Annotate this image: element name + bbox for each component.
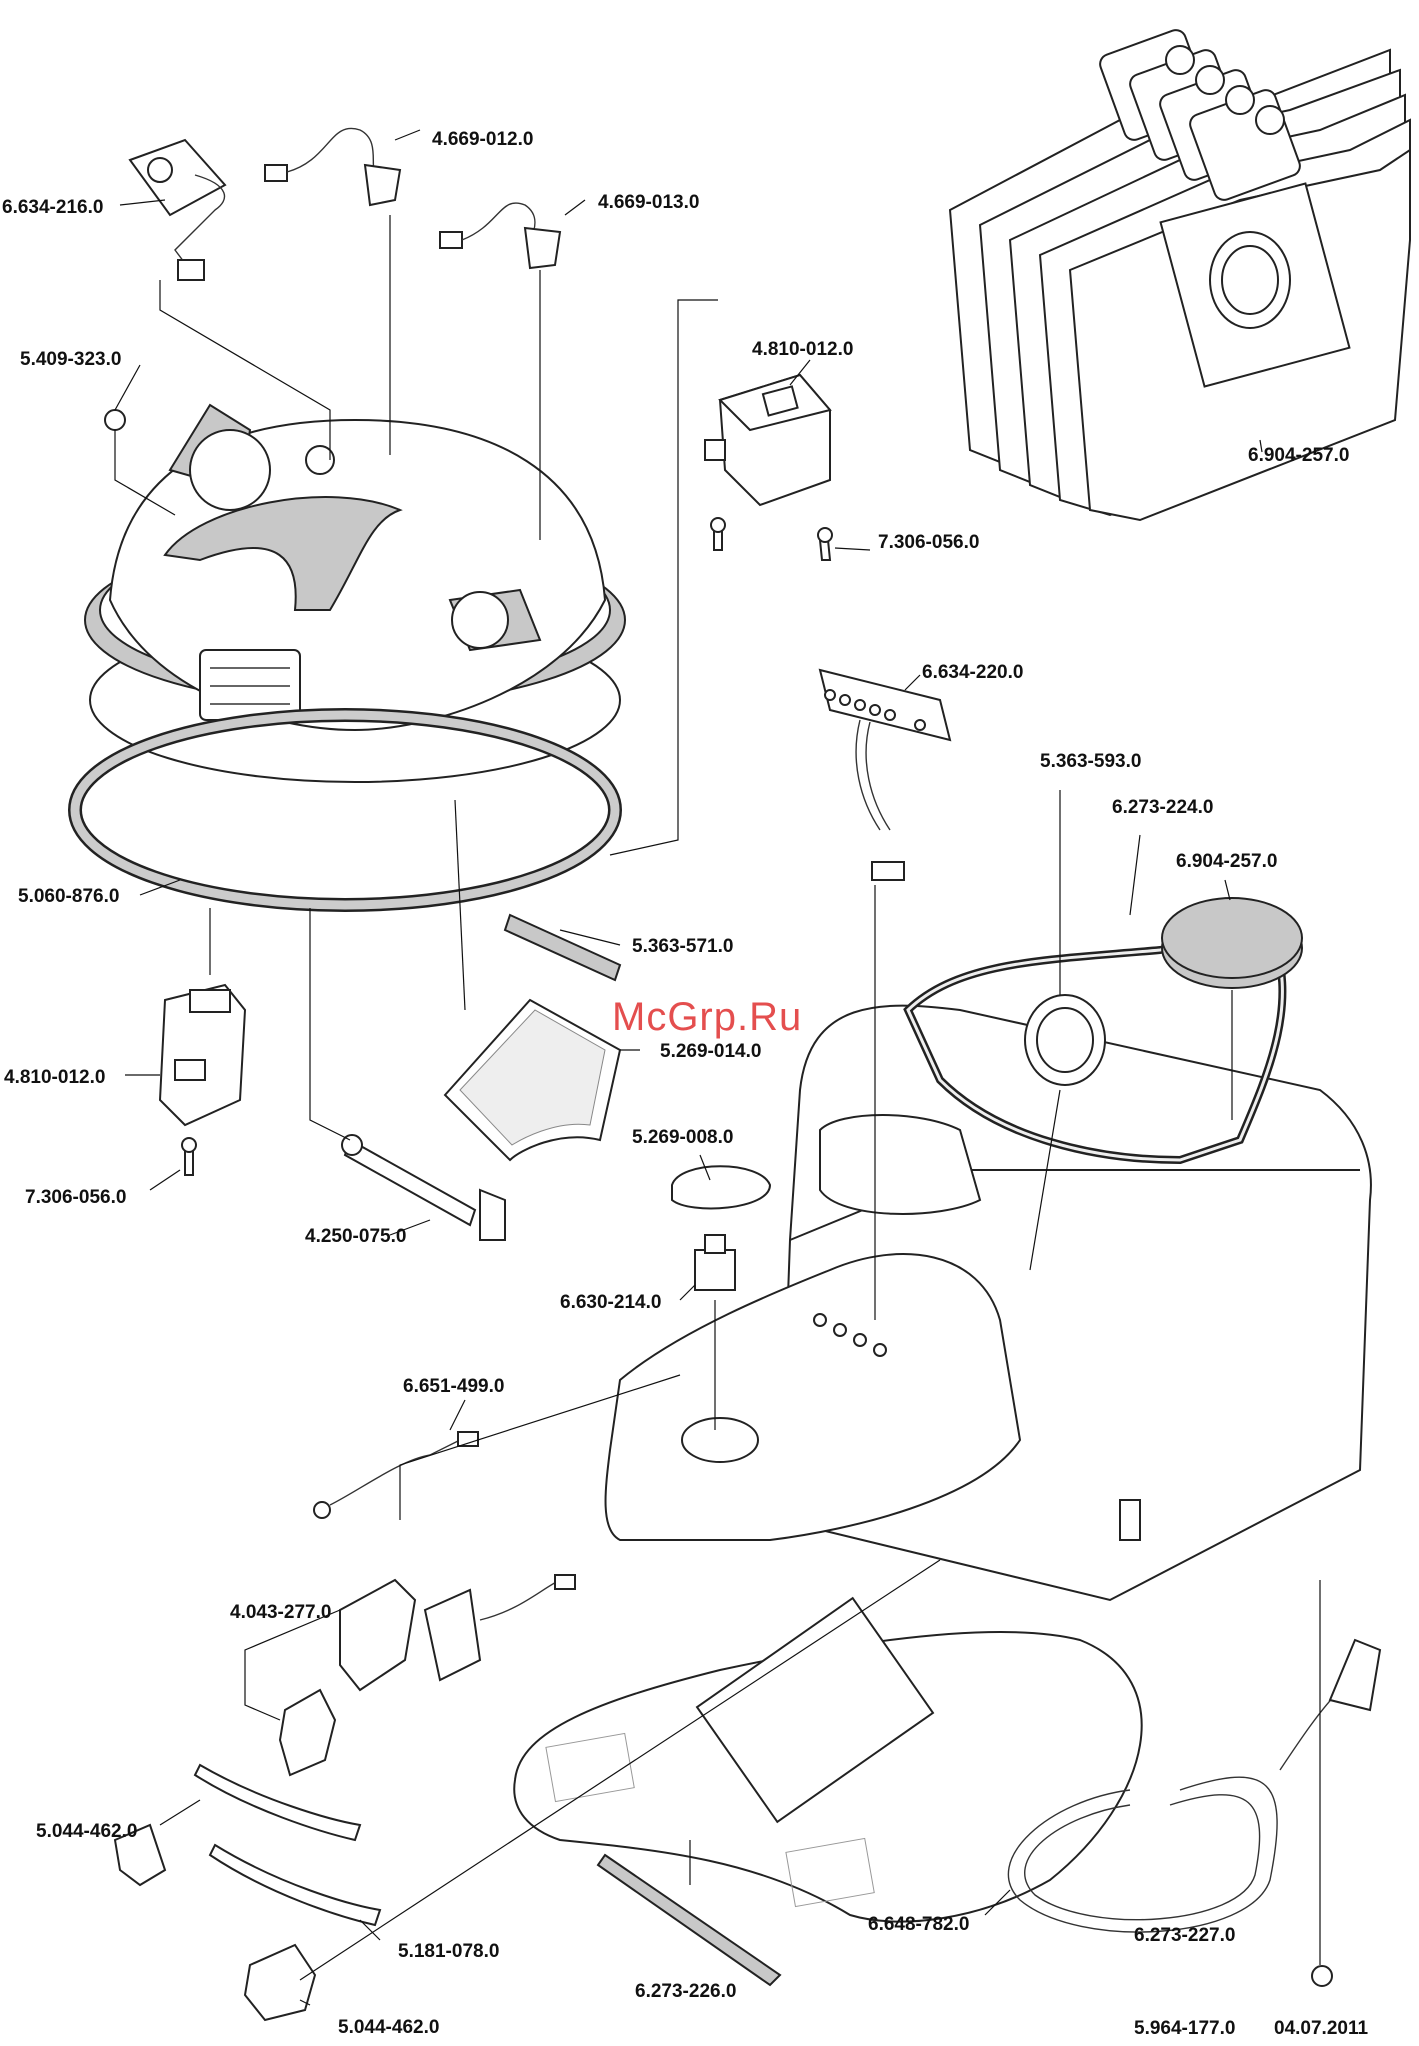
base-tray-6-648-782-0 (513, 1596, 1143, 1923)
microswitch-6-630-214-0 (694, 1234, 736, 1291)
label-7-306-056-0-left: 7.306-056.0 (25, 1187, 127, 1208)
label-5-409-323-0: 5.409-323.0 (20, 349, 122, 370)
brush-roll-4-250-075-0 (341, 1134, 506, 1241)
cable-4-669-012-0 (264, 127, 402, 207)
strip-6-273-226-0 (596, 1853, 782, 1987)
switch-module-4-810-012-0-left (158, 983, 247, 1176)
control-panel-foil-6-634-220-0 (818, 668, 952, 881)
sensor-board-6-634-216-0 (128, 138, 227, 281)
label-5-060-876-0: 5.060-876.0 (18, 886, 120, 907)
knob-5-409-323-0 (104, 409, 126, 431)
label-5-269-008-0: 5.269-008.0 (632, 1127, 734, 1148)
label-6-904-257-0-top: 6.904-257.0 (1248, 445, 1350, 466)
watermark: McGrp.Ru (612, 995, 803, 1039)
footer-doc-number: 5.964-177.0 (1134, 2018, 1236, 2039)
label-5-363-571-0: 5.363-571.0 (632, 936, 734, 957)
label-4-043-277-0: 4.043-277.0 (230, 1602, 332, 1623)
label-6-634-216-0: 6.634-216.0 (2, 197, 104, 218)
switch-module-4-810-012-0-top (704, 373, 833, 561)
label-5-269-014-0: 5.269-014.0 (660, 1041, 762, 1062)
button-cap-5-269-008-0 (671, 1165, 772, 1210)
label-4-669-012-0: 4.669-012.0 (432, 129, 534, 150)
top-cover (604, 1253, 1022, 1541)
label-4-250-075-0: 4.250-075.0 (305, 1226, 407, 1247)
footer-date: 04.07.2011 (1274, 2018, 1369, 2039)
filter-bags-6-904-257-0 (948, 29, 1411, 522)
label-6-634-220-0: 6.634-220.0 (922, 662, 1024, 683)
lid-seal-6-273-224-0 (903, 925, 1287, 1165)
filter-disc-6-904-257-0 (1161, 897, 1303, 989)
led-cable-6-651-499-0 (313, 1431, 479, 1519)
filter-mat-5-269-014-0 (443, 998, 622, 1162)
label-5-181-078-0: 5.181-078.0 (398, 1941, 500, 1962)
label-6-273-224-0: 6.273-224.0 (1112, 797, 1214, 818)
label-5-044-462-0-b: 5.044-462.0 (338, 2017, 440, 2038)
label-4-810-012-0-top: 4.810-012.0 (752, 339, 854, 360)
leader-lines (114, 129, 1321, 2006)
label-5-363-593-0: 5.363-593.0 (1040, 751, 1142, 772)
label-6-273-227-0: 6.273-227.0 (1134, 1925, 1236, 1946)
label-6-273-226-0: 6.273-226.0 (635, 1981, 737, 2002)
label-4-669-013-0: 4.669-013.0 (598, 192, 700, 213)
cap-5-044-462-0-a (113, 1823, 167, 1887)
connector-4-043-277-0 (278, 1574, 576, 1777)
label-5-044-462-0-a: 5.044-462.0 (36, 1821, 138, 1842)
strips-5-181-078-0 (193, 1763, 382, 1927)
label-6-648-782-0: 6.648-782.0 (868, 1914, 970, 1935)
label-6-651-499-0: 6.651-499.0 (403, 1376, 505, 1397)
power-cable-6-648-782-0 (1007, 1638, 1382, 1987)
label-7-306-056-0-top: 7.306-056.0 (878, 532, 980, 553)
cable-4-669-013-0 (439, 202, 562, 270)
cap-5-044-462-0-b (243, 1943, 317, 2022)
label-6-904-257-0-mid: 6.904-257.0 (1176, 851, 1278, 872)
motor-head-housing (84, 403, 626, 783)
label-4-810-012-0-left: 4.810-012.0 (4, 1067, 106, 1088)
ring-5-363-593-0 (1024, 994, 1106, 1086)
strip-5-363-571-0 (503, 913, 622, 982)
ring-gasket-5-060-876-0 (68, 708, 622, 912)
label-6-630-214-0: 6.630-214.0 (560, 1292, 662, 1313)
